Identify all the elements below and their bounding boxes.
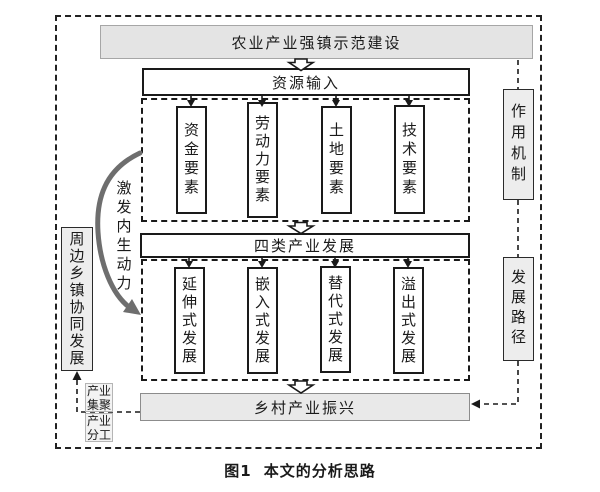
mechanism-label: 作用机制	[509, 102, 527, 187]
division-tag: 产业分工	[85, 413, 113, 442]
mode-box-extension: 延伸式发展	[174, 267, 205, 374]
element-box-labor: 劳动力要素	[247, 102, 278, 218]
mode-label: 替代式发展	[326, 274, 344, 365]
resource-input-banner: 资源输入	[142, 68, 470, 96]
rural-revitalization-label: 乡村产业振兴	[253, 398, 356, 417]
agglomeration-tag: 产业集聚	[85, 383, 113, 412]
rural-revitalization-banner: 乡村产业振兴	[140, 393, 470, 421]
element-label: 土地要素	[327, 122, 345, 198]
mode-box-substitution: 替代式发展	[320, 266, 351, 373]
four-types-label: 四类产业发展	[253, 237, 356, 255]
outer-dashed-frame	[55, 15, 542, 449]
element-box-land: 土地要素	[321, 106, 352, 214]
element-label: 资金要素	[182, 122, 200, 198]
resource-input-label: 资源输入	[271, 73, 340, 92]
mode-label: 溢出式发展	[399, 275, 417, 366]
neighbor-towns-box: 周边乡镇协同发展	[61, 227, 93, 371]
neighbor-towns-label: 周边乡镇协同发展	[67, 231, 86, 367]
mode-label: 延伸式发展	[180, 275, 198, 366]
element-box-capital: 资金要素	[176, 106, 207, 214]
mode-box-spillover: 溢出式发展	[393, 267, 424, 374]
development-path-box: 发展路径	[503, 257, 534, 361]
element-label: 技术要素	[400, 121, 418, 198]
figure-title: 本文的分析思路	[263, 461, 376, 480]
four-types-banner: 四类产业发展	[140, 233, 470, 258]
endogenous-motivation-label: 激发内生动力	[114, 180, 133, 294]
element-box-technology: 技术要素	[394, 105, 425, 214]
element-label: 劳动力要素	[253, 115, 271, 205]
mechanism-box: 作用机制	[503, 89, 534, 200]
figure-number: 图1	[224, 461, 252, 480]
mode-label: 嵌入式发展	[253, 275, 271, 366]
top-banner-label: 农业产业强镇示范建设	[231, 33, 402, 52]
development-path-label: 发展路径	[509, 269, 527, 349]
top-banner-strong-town: 农业产业强镇示范建设	[100, 25, 533, 59]
mode-box-embedded: 嵌入式发展	[247, 267, 278, 374]
figure-caption: 图1 本文的分析思路	[0, 458, 600, 482]
modes-group-container	[141, 259, 470, 381]
